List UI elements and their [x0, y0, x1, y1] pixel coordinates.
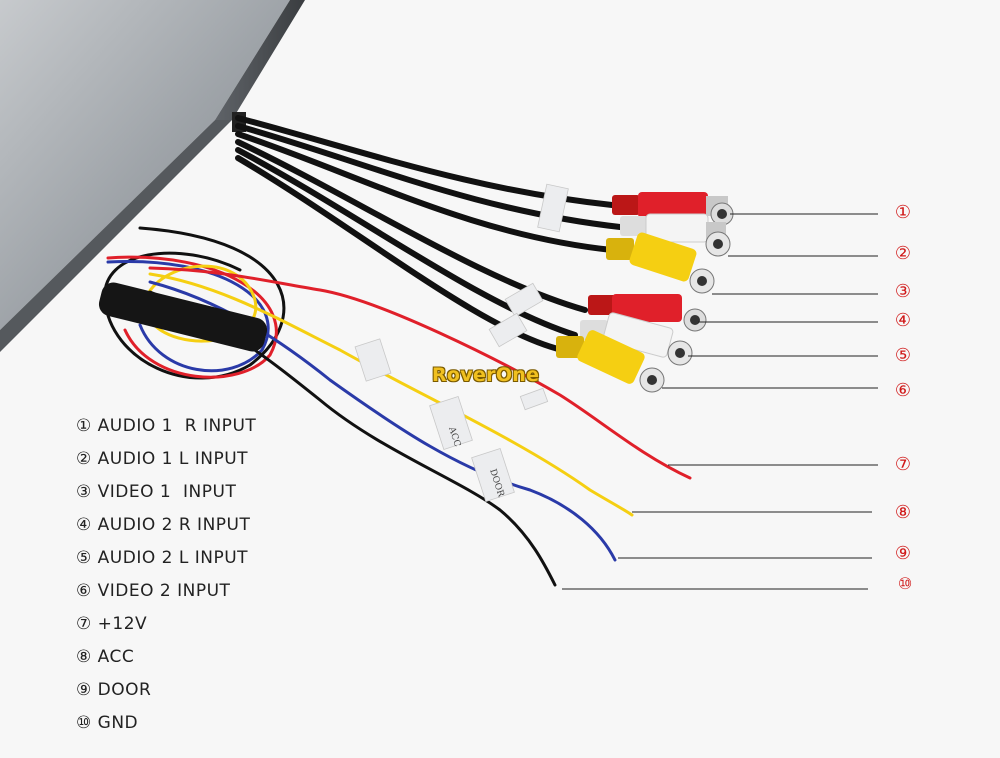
- rca-connectors-group-2: [556, 294, 707, 393]
- callout-8: ⑧: [894, 502, 912, 523]
- legend-item-5: ⑤ AUDIO 2 L INPUT: [76, 548, 249, 568]
- legend-item-4: ④ AUDIO 2 R INPUT: [76, 515, 251, 535]
- legend-item-9: ⑨ DOOR: [76, 680, 152, 700]
- callout-7: ⑦: [894, 454, 912, 475]
- callout-9: ⑨: [894, 543, 912, 564]
- callout-lines: [562, 213, 878, 590]
- device-panel: [0, 0, 305, 352]
- callout-10: ⑩: [897, 574, 913, 593]
- filter-module: [98, 282, 268, 352]
- legend-item-2: ② AUDIO 1 L INPUT: [76, 449, 249, 469]
- rca-cable-bundle: [235, 115, 623, 353]
- callout-3: ③: [894, 281, 912, 302]
- rca-connectors-group-1: [606, 192, 734, 294]
- legend-item-8: ⑧ ACC: [76, 647, 135, 667]
- legend-item-1: ① AUDIO 1 R INPUT: [76, 416, 257, 436]
- legend-item-10: ⑩ GND: [76, 713, 139, 733]
- callout-1: ①: [894, 202, 912, 223]
- callout-4: ④: [894, 310, 912, 331]
- callout-5: ⑤: [894, 345, 912, 366]
- legend-item-6: ⑥ VIDEO 2 INPUT: [76, 581, 231, 601]
- callout-2: ②: [894, 243, 912, 264]
- cable-tags: [488, 183, 569, 348]
- legend-item-7: ⑦ +12V: [76, 614, 148, 634]
- callout-6: ⑥: [894, 380, 912, 401]
- brand-watermark: RoverOne: [432, 364, 540, 386]
- legend-item-3: ③ VIDEO 1 INPUT: [76, 482, 237, 502]
- wire-labels: [354, 338, 549, 503]
